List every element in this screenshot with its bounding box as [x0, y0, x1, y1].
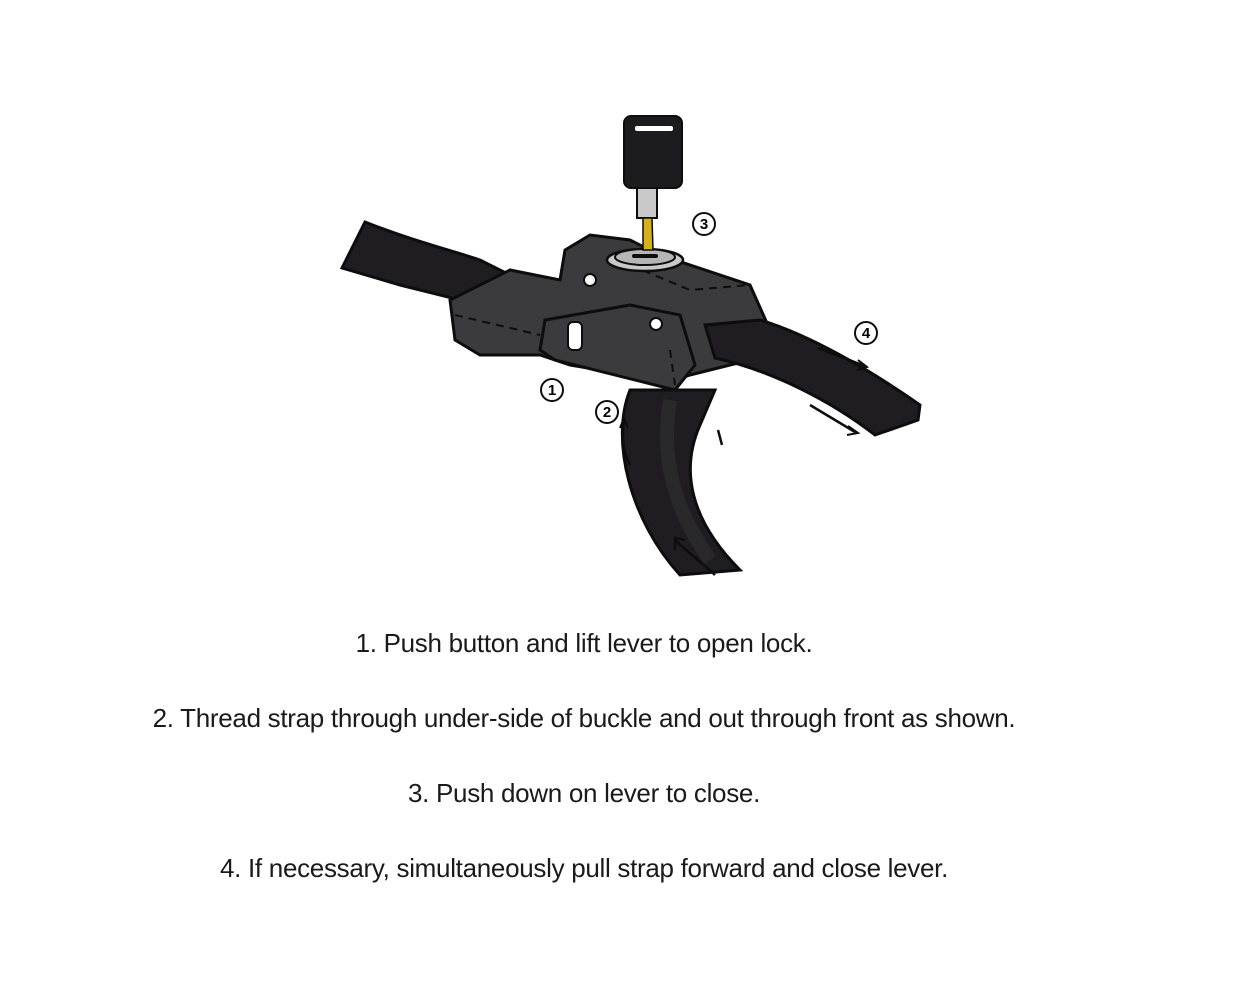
- callout-2-icon: 2: [595, 400, 619, 424]
- buckle-slot: [567, 321, 583, 351]
- buckle-illustration: 1 2 3 4: [330, 100, 930, 580]
- key-shank: [636, 187, 658, 219]
- instruction-step-2: 2. Thread strap through under-side of bu…: [152, 703, 1016, 733]
- svg-text:2: 2: [603, 404, 611, 421]
- buckle-front-plate: [538, 303, 697, 392]
- callout-1-icon: 1: [540, 378, 564, 402]
- key-head: [623, 115, 683, 189]
- svg-text:4: 4: [862, 325, 871, 342]
- buckle-hole: [649, 317, 663, 331]
- key-blade: [642, 217, 654, 251]
- svg-text:3: 3: [700, 216, 708, 233]
- svg-text:1: 1: [548, 382, 556, 399]
- callout-4-icon: 4: [854, 321, 878, 345]
- instruction-step-4: 4. If necessary, simultaneously pull str…: [220, 853, 948, 883]
- right-strap: [703, 318, 922, 437]
- instruction-step-3: 3. Push down on lever to close.: [407, 778, 761, 808]
- callout-3-icon: 3: [692, 212, 716, 236]
- instruction-step-1: 1. Push button and lift lever to open lo…: [355, 628, 813, 658]
